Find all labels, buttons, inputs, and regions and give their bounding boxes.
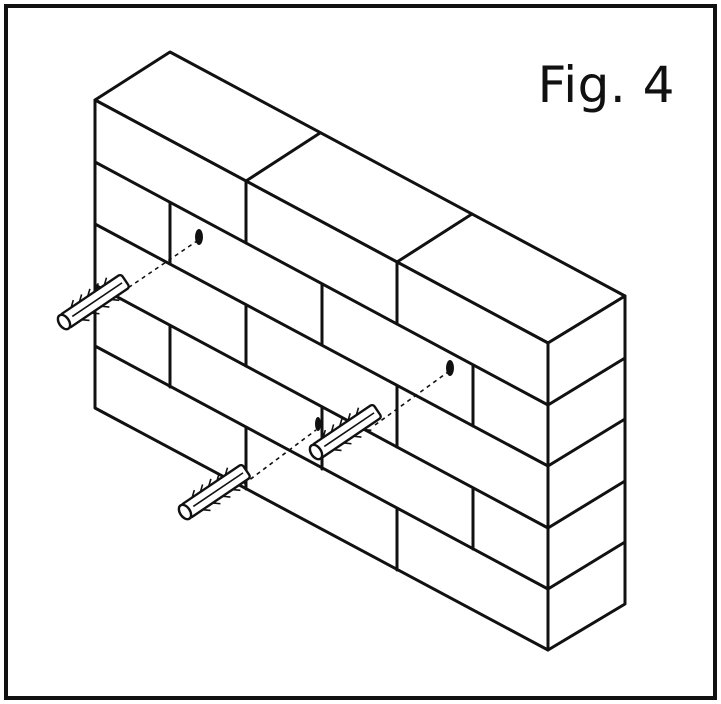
side-course-lines xyxy=(546,356,627,591)
wall-anchor-left xyxy=(56,273,130,331)
drill-hole-right xyxy=(446,360,454,376)
top-brick-joints xyxy=(244,131,474,264)
wall-anchor-middle xyxy=(308,403,382,461)
alignment-guides xyxy=(121,240,449,485)
wall-anchor-lower xyxy=(177,463,251,521)
drill-hole-left xyxy=(195,229,203,245)
wall-side-face xyxy=(546,294,627,652)
drill-hole-lower xyxy=(315,417,321,431)
figure-label: Fig. 4 xyxy=(537,56,675,114)
front-vertical-joints xyxy=(168,179,475,572)
